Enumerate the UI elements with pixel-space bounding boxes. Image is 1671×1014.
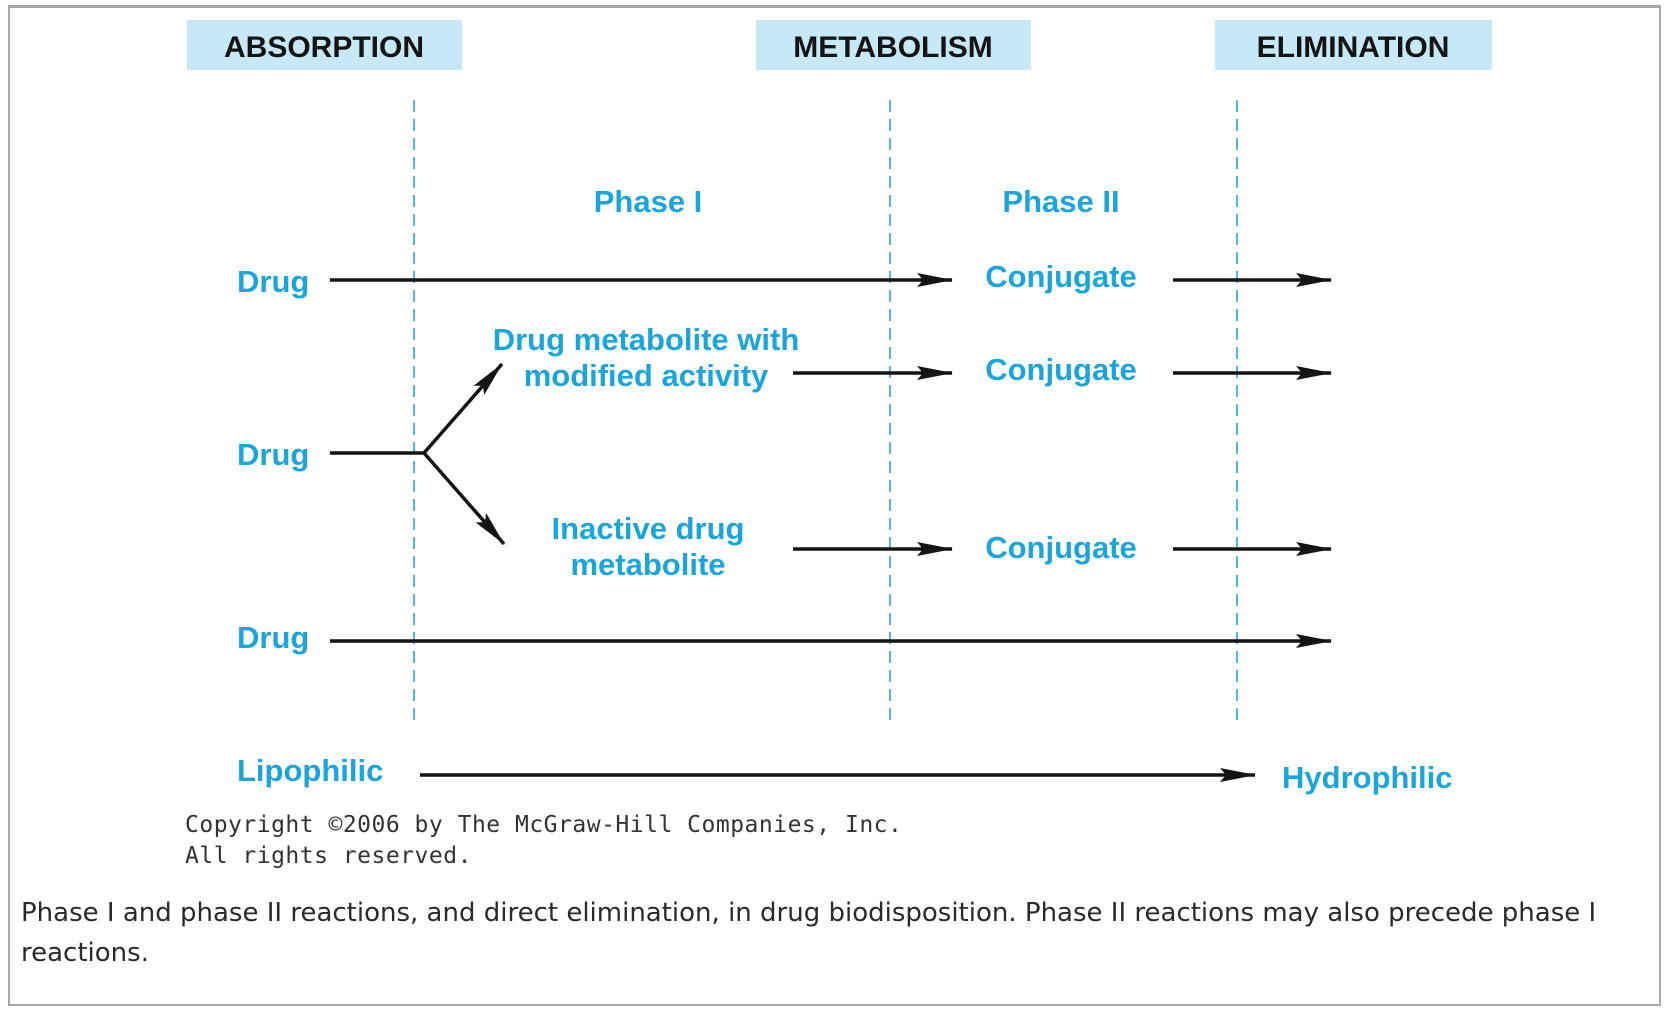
hydrophilic-label: Hydrophilic bbox=[1282, 760, 1453, 795]
drug-label-row4: Drug bbox=[237, 620, 309, 655]
drug-label-row3: Drug bbox=[237, 437, 309, 472]
phase-2-label: Phase II bbox=[1002, 184, 1119, 219]
copyright-line2: All rights reserved. bbox=[185, 843, 472, 869]
copyright-notice: Copyright ©2006 by The McGraw-Hill Compa… bbox=[185, 810, 902, 872]
figure-caption: Phase I and phase II reactions, and dire… bbox=[21, 898, 1597, 968]
figure-frame bbox=[8, 5, 1661, 1006]
conjugate-label-row1: Conjugate bbox=[985, 259, 1137, 294]
arrow-branch-up bbox=[422, 362, 504, 455]
conjugate-label-row3: Conjugate bbox=[985, 530, 1137, 565]
lipophilic-label: Lipophilic bbox=[237, 753, 383, 788]
metabolite-modified-line1: Drug metabolite with bbox=[493, 322, 800, 357]
conjugate-label-row2: Conjugate bbox=[985, 352, 1137, 387]
biodisposition-diagram: ABSORPTION METABOLISM ELIMINATION Phase … bbox=[187, 20, 1492, 795]
inactive-metabolite-line2: metabolite bbox=[570, 547, 725, 582]
inactive-metabolite-line1: Inactive drug bbox=[552, 511, 745, 546]
header-absorption-label: ABSORPTION bbox=[224, 31, 424, 64]
header-metabolism-label: METABOLISM bbox=[793, 31, 992, 64]
header-absorption: ABSORPTION bbox=[187, 20, 462, 70]
copyright-line1: Copyright ©2006 by The McGraw-Hill Compa… bbox=[185, 812, 903, 838]
drug-label-row1: Drug bbox=[237, 264, 309, 299]
header-elimination-label: ELIMINATION bbox=[1257, 31, 1450, 64]
arrow-branch-down bbox=[422, 451, 506, 546]
phase-1-label: Phase I bbox=[594, 184, 703, 219]
header-elimination: ELIMINATION bbox=[1215, 20, 1492, 70]
metabolite-modified-line2: modified activity bbox=[524, 358, 769, 393]
header-metabolism: METABOLISM bbox=[756, 20, 1031, 70]
